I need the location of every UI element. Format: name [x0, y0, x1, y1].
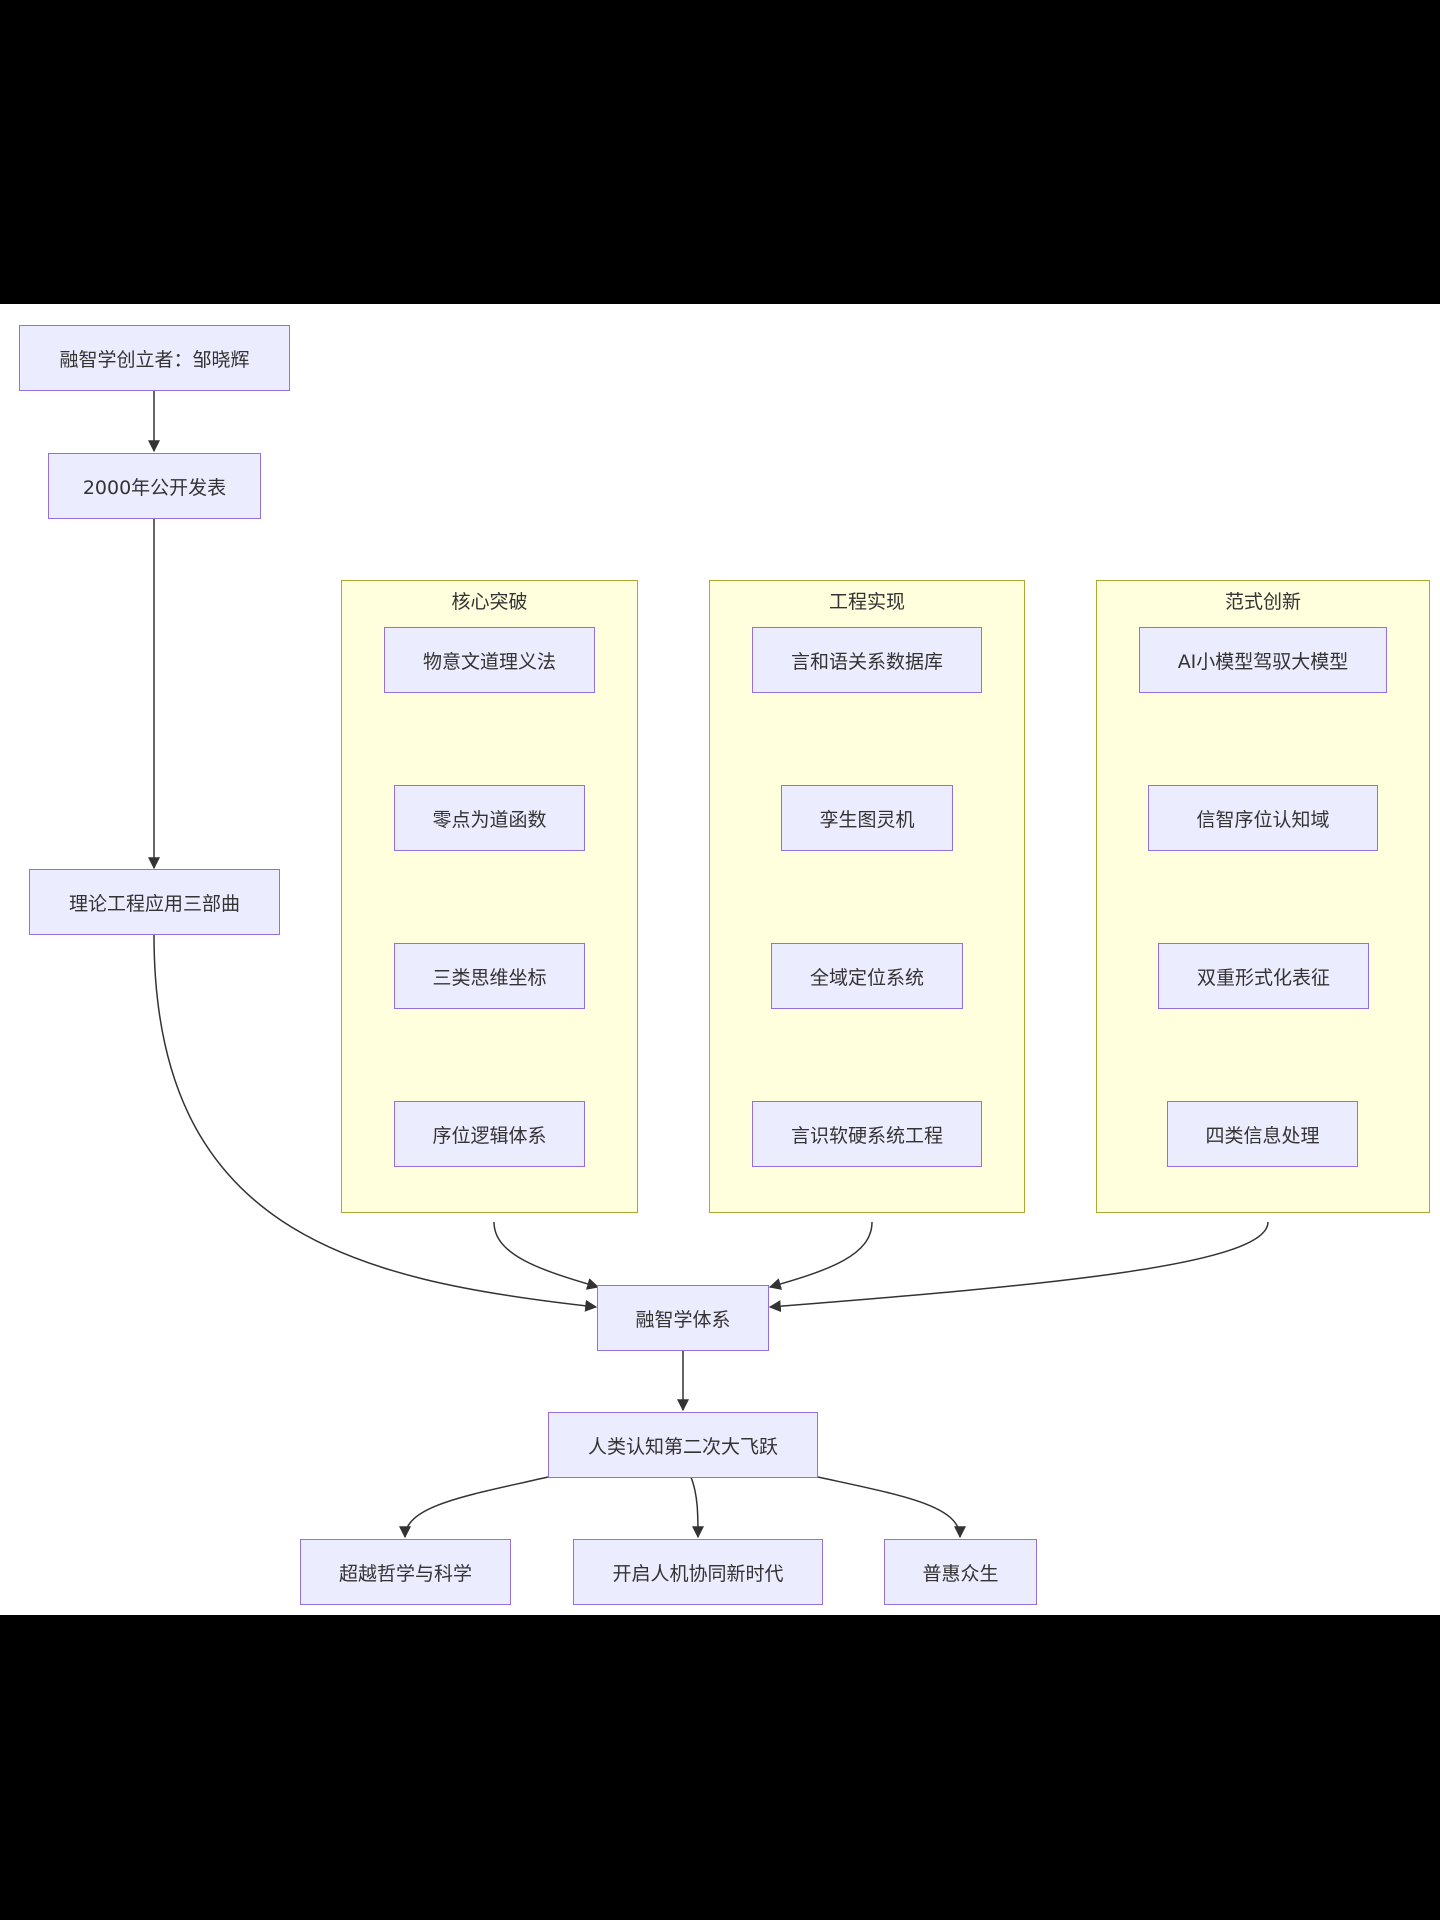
core-node-2: 零点为道函数 — [394, 785, 585, 851]
par-node-2: 信智序位认知域 — [1148, 785, 1378, 851]
core-node-3: 三类思维坐标 — [394, 943, 585, 1009]
cluster-engineering-title: 工程实现 — [828, 591, 905, 613]
new-era-node: 开启人机协同新时代 — [573, 1539, 823, 1605]
par-node-4: 四类信息处理 — [1167, 1101, 1358, 1167]
core-node-4: 序位逻辑体系 — [394, 1101, 585, 1167]
par-node-3: 双重形式化表征 — [1158, 943, 1369, 1009]
benefit-node: 普惠众生 — [884, 1539, 1037, 1605]
beyond-node: 超越哲学与科学 — [300, 1539, 511, 1605]
par-node-1: AI小模型驾驭大模型 — [1139, 627, 1387, 693]
founder-node: 融智学创立者：邹晓辉 — [19, 325, 290, 391]
eng-node-2: 孪生图灵机 — [781, 785, 953, 851]
eng-node-1: 言和语关系数据库 — [752, 627, 982, 693]
eng-node-4: 言识软硬系统工程 — [752, 1101, 982, 1167]
core-node-1: 物意文道理义法 — [384, 627, 595, 693]
trilogy-node: 理论工程应用三部曲 — [29, 869, 280, 935]
eng-node-3: 全域定位系统 — [771, 943, 963, 1009]
system-node: 融智学体系 — [597, 1285, 769, 1351]
cluster-paradigm-title: 范式创新 — [1224, 591, 1301, 613]
leap-node: 人类认知第二次大飞跃 — [548, 1412, 818, 1478]
published-node: 2000年公开发表 — [48, 453, 261, 519]
cluster-core-title: 核心突破 — [451, 591, 528, 613]
